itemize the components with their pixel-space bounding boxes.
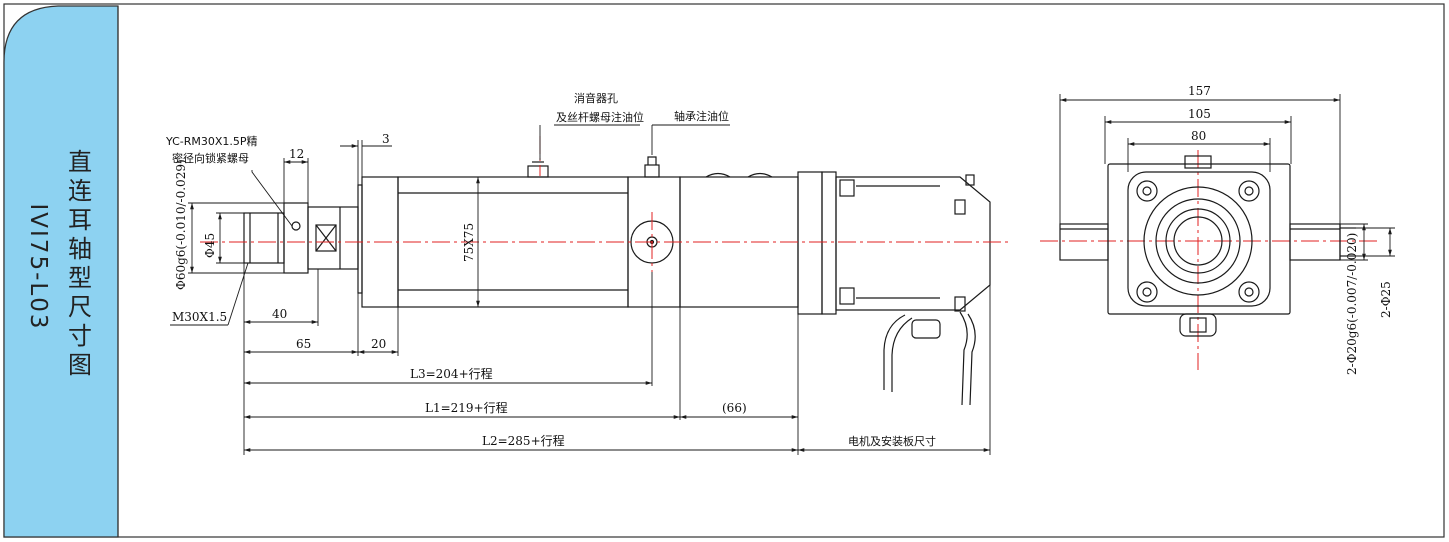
- dim-105: 105: [1188, 107, 1211, 121]
- side-view: [243, 156, 991, 406]
- centerlines: [200, 136, 1380, 370]
- dim-L2: L2=285+行程: [482, 433, 565, 448]
- dim-thread: M30X1.5: [172, 310, 227, 324]
- model-number-text: IVI75-L03: [25, 203, 51, 331]
- dim-12: 12: [289, 147, 304, 161]
- nut-note-line2: 密径向锁紧螺母: [172, 151, 249, 165]
- dim-75x75: 75X75: [462, 223, 476, 262]
- bearing-note: 轴承注油位: [674, 109, 729, 123]
- dim-157: 157: [1188, 84, 1211, 98]
- dim-20: 20: [371, 337, 386, 351]
- muffler-note-line1: 消音器孔: [574, 91, 618, 105]
- dim-3: 3: [382, 132, 390, 146]
- dim-80: 80: [1191, 129, 1206, 143]
- motor-note: 电机及安装板尺寸: [848, 434, 936, 448]
- dim-L3: L3=204+行程: [410, 366, 493, 381]
- dim-40: 40: [272, 307, 287, 321]
- page-title: 直连耳轴型尺寸图: [68, 148, 92, 379]
- dim-65: 65: [296, 337, 311, 351]
- dim-66: (66): [722, 401, 747, 415]
- end-view: [1059, 155, 1356, 337]
- dim-pin-dia: 2-Φ20g6(-0.007/-0.020): [1345, 233, 1359, 375]
- muffler-note-line2: 及丝杆螺母注油位: [556, 110, 644, 124]
- dim-L1: L1=219+行程: [425, 400, 508, 415]
- dim-phi60: Φ60g6(-0.010/-0.029): [174, 159, 188, 290]
- nut-note-line1: YC-RM30X1.5P精: [165, 135, 258, 148]
- dim-phi45: Φ45: [203, 233, 217, 258]
- side-view-dimensions: [170, 124, 991, 455]
- side-tab: [3, 5, 119, 538]
- end-view-dimensions: [1059, 94, 1395, 261]
- dim-pin-dia2: 2-Φ25: [1379, 281, 1393, 318]
